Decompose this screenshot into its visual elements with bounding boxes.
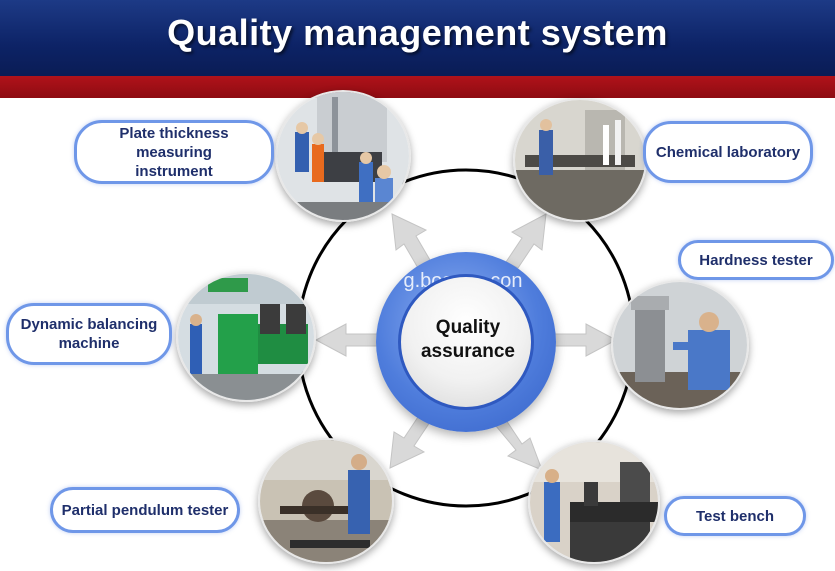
arrow-up-left (391, 213, 431, 269)
arrow-up-right (505, 213, 547, 269)
label-test-bench-text: Test bench (695, 507, 775, 525)
photo-partial-pendulum (258, 438, 394, 564)
label-dynamic-balancing: Dynamic balancing machine (6, 303, 172, 365)
label-test-bench: Test bench (664, 496, 806, 536)
label-plate-thickness-line1: Plate thickness (119, 124, 229, 142)
label-hardness-tester-text: Hardness tester (699, 251, 813, 269)
center-label: Quality assurance (398, 316, 538, 364)
page-title: Quality management system (167, 12, 668, 53)
photo-hardness-tester (611, 280, 749, 410)
label-dynamic-balancing-line1: Dynamic balancing (20, 316, 158, 333)
label-partial-pendulum: Partial pendulum tester (50, 487, 240, 533)
photo-plate-thickness (275, 90, 411, 222)
label-chemical-lab: Chemical laboratory (643, 121, 813, 183)
photo-partial-pendulum-image (260, 440, 392, 562)
label-plate-thickness-line2: measuring (136, 143, 212, 161)
photo-dynamic-balancing-image (178, 274, 314, 400)
label-plate-thickness-line3: instrument (135, 162, 213, 180)
label-plate-thickness-text: Plate thickness measuring instrument (119, 124, 228, 181)
center-label-line1: Quality (435, 317, 501, 338)
label-partial-pendulum-text: Partial pendulum tester (61, 501, 229, 519)
label-dynamic-balancing-line2: machine (58, 335, 120, 352)
photo-dynamic-balancing (176, 272, 316, 402)
photo-plate-thickness-image (277, 92, 409, 220)
photo-test-bench (528, 440, 660, 564)
header-red-band (0, 76, 835, 98)
arrow-right (553, 323, 618, 357)
header-banner: Quality management system (0, 0, 835, 76)
label-plate-thickness: Plate thickness measuring instrument (74, 120, 274, 184)
photo-chemical-lab (513, 98, 647, 222)
arrow-down-right (495, 419, 543, 471)
label-dynamic-balancing-text: Dynamic balancing machine (21, 315, 158, 353)
photo-chemical-lab-image (515, 100, 645, 220)
center-disc (398, 274, 534, 410)
photo-hardness-tester-image (613, 282, 747, 408)
label-hardness-tester: Hardness tester (678, 240, 834, 280)
arrow-down-left (389, 413, 431, 469)
center-label-line2: assurance (420, 341, 515, 362)
arrow-left (314, 323, 381, 357)
label-chemical-lab-text: Chemical laboratory (655, 143, 801, 161)
photo-test-bench-image (530, 442, 658, 562)
